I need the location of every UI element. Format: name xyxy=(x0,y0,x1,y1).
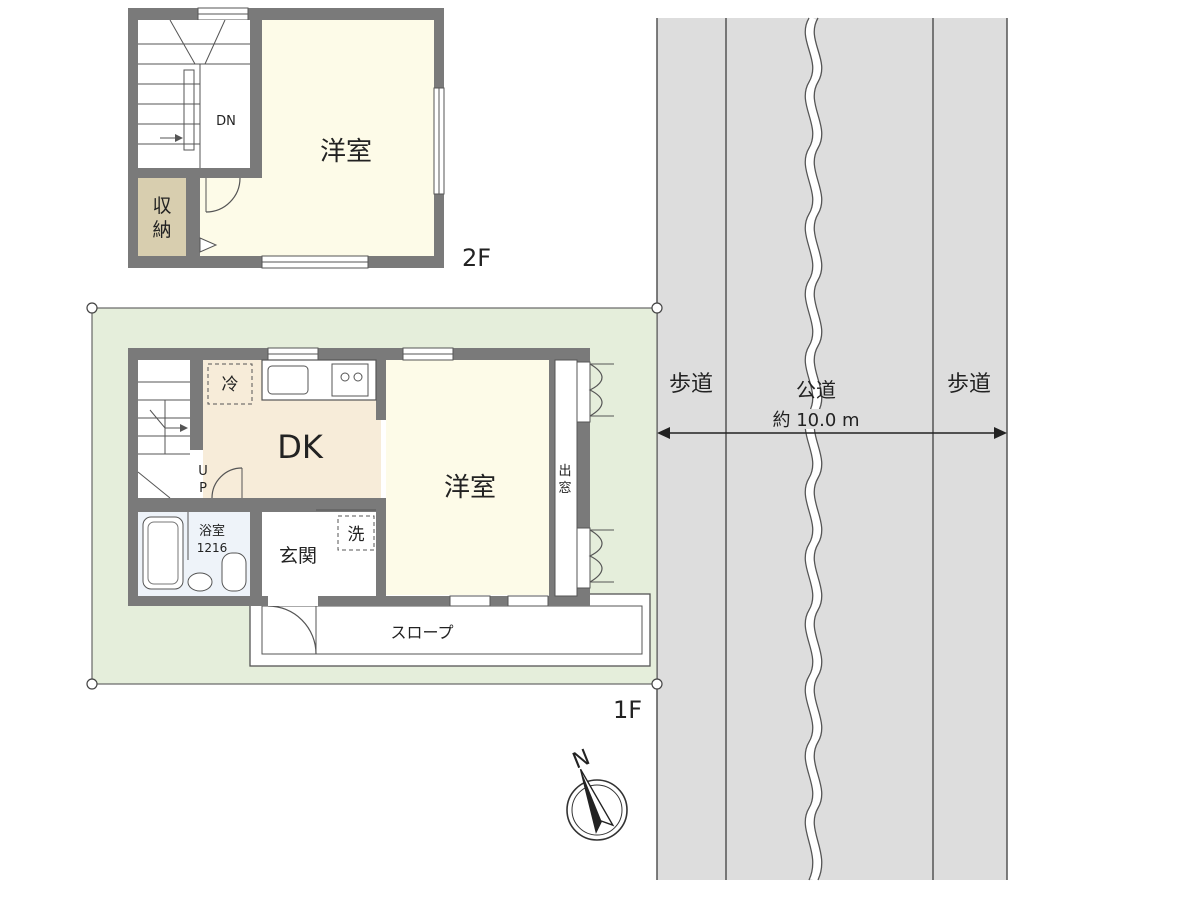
slope-label: スロープ xyxy=(390,623,453,642)
sink xyxy=(187,572,213,592)
stair-up-label-u: U xyxy=(198,464,208,479)
road-width-dimension xyxy=(657,427,1007,439)
sidewalk-left-label: 歩道 xyxy=(669,372,713,397)
floor1-label: 1F xyxy=(613,696,642,724)
staircase-2f xyxy=(138,19,250,168)
bath-label: 浴室 xyxy=(199,523,225,539)
washer-space xyxy=(337,515,375,551)
storage-2f xyxy=(138,178,186,256)
bathtub xyxy=(142,516,184,590)
entrance-label: 玄関 xyxy=(279,545,317,567)
washer-label: 洗 xyxy=(348,525,365,545)
western-room-1f-label: 洋室 xyxy=(444,473,496,503)
western-room-1f-floor xyxy=(386,360,550,595)
toilet xyxy=(221,552,247,592)
north-label: N xyxy=(569,745,594,774)
western-room-2f-label: 洋室 xyxy=(320,137,372,167)
storage-label-2: 納 xyxy=(152,219,171,241)
north-compass: N xyxy=(566,745,628,841)
floor2-label: 2F xyxy=(462,244,491,272)
fridge-label: 冷 xyxy=(222,375,239,395)
floor2-building: DN 収 納 洋室 xyxy=(128,7,445,269)
stair-down-label: DN xyxy=(216,114,236,129)
western-room-2f-floor xyxy=(262,20,434,256)
stair-up-label-p: P xyxy=(199,481,207,496)
bay-window-label-2: 窓 xyxy=(558,480,571,496)
storage-label-1: 収 xyxy=(152,195,171,217)
floor1-building: U P 冷 DK 洋室 出 窓 浴室 1216 玄関 洗 xyxy=(128,347,614,607)
road-area: 歩道 公道 歩道 約 10.0 m xyxy=(656,15,1008,882)
road-width-label: 約 10.0 m xyxy=(772,410,859,431)
kitchen-counter xyxy=(261,359,377,401)
bath-size-label: 1216 xyxy=(197,541,228,555)
fridge-space xyxy=(207,363,253,405)
staircase-1f xyxy=(137,360,190,499)
dk-label: DK xyxy=(277,428,324,466)
public-road-label: 公道 xyxy=(796,378,836,402)
bay-window-label-1: 出 xyxy=(558,464,571,479)
road-break-line xyxy=(804,15,822,882)
sidewalk-right-label: 歩道 xyxy=(947,372,991,397)
